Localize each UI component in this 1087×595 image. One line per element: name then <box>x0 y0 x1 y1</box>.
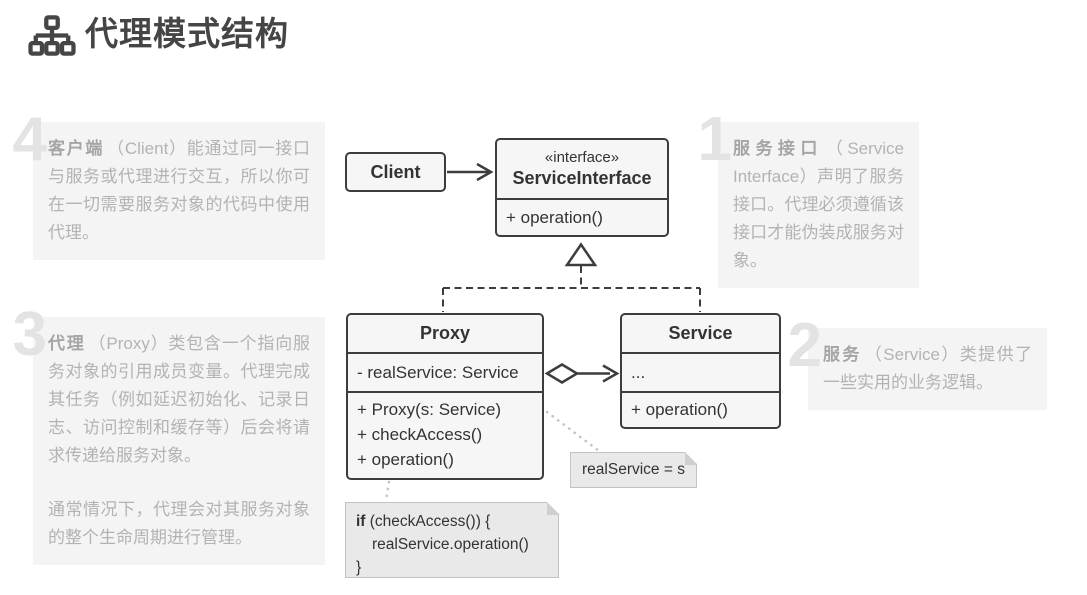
uml-note-assignment: realService = s <box>570 451 698 488</box>
annotation-body: （Service）类提供了一些实用的业务逻辑。 <box>823 345 1032 392</box>
annotation-lead: 代理 <box>48 334 86 353</box>
annotation-body-2: 通常情况下，代理会对其服务对象的整个生命周期进行管理。 <box>48 500 310 547</box>
class-name: Service <box>668 323 733 343</box>
method-constructor: + Proxy(s: Service) <box>357 400 502 419</box>
annotation-text: 代理（Proxy）类包含一个指向服务对象的引用成员变量。代理完成其任务（例如延迟… <box>48 330 310 470</box>
annotation-lead: 客户端 <box>48 139 105 158</box>
code-line-2: realService.operation() <box>372 536 529 553</box>
annotation-number-4: 4 <box>12 105 47 174</box>
class-header: «interface» ServiceInterface <box>497 140 667 198</box>
annotation-body: （Service Interface）声明了服务接口。代理必须遵循该接口才能伪装… <box>733 139 905 270</box>
annotation-number-1: 1 <box>697 105 732 174</box>
annotation-body: （Proxy）类包含一个指向服务对象的引用成员变量。代理完成其任务（例如延迟初始… <box>48 334 310 465</box>
page-title: 代理模式结构 <box>85 15 289 52</box>
annotation-number-2: 2 <box>787 311 822 380</box>
annotation-service-interface: 1 服务接口（Service Interface）声明了服务接口。代理必须遵循该… <box>698 109 919 288</box>
uml-class-service: Service ... + operation() <box>620 313 781 429</box>
annotation-text: 服务（Service）类提供了一些实用的业务逻辑。 <box>823 341 1032 397</box>
annotation-text: 客户端（Client）能通过同一接口与服务或代理进行交互，所以你可在一切需要服务… <box>48 135 310 247</box>
attribute-realservice: - realService: Service <box>348 352 542 391</box>
note-text: realService = s <box>582 461 685 478</box>
code-line-3: } <box>356 559 362 576</box>
class-name: Proxy <box>419 323 471 343</box>
uml-class-client: Client <box>345 152 446 192</box>
attribute-ellipsis: ... <box>622 352 779 391</box>
annotation-lead: 服务接口 <box>733 139 823 158</box>
annotation-text: 服务接口（Service Interface）声明了服务接口。代理必须遵循该接口… <box>733 135 904 275</box>
code-keyword: if <box>356 513 366 530</box>
uml-interface-service-interface: «interface» ServiceInterface + operation… <box>495 138 669 237</box>
method-checkaccess: + checkAccess() <box>357 425 483 444</box>
association-arrow <box>447 162 494 182</box>
annotation-client: 4 客户端（Client）能通过同一接口与服务或代理进行交互，所以你可在一切需要… <box>13 109 325 260</box>
stereotype-label: «interface» <box>544 149 620 166</box>
method-operation: + operation() <box>357 450 454 469</box>
aggregation-arrow <box>544 363 620 384</box>
method-operation: + operation() <box>497 198 667 235</box>
method-operation: + operation() <box>622 391 779 427</box>
annotation-body: （Client）能通过同一接口与服务或代理进行交互，所以你可在一切需要服务对象的… <box>48 139 311 242</box>
uml-note-code: if (checkAccess()) { realService.operati… <box>345 501 560 578</box>
uml-class-proxy: Proxy - realService: Service + Proxy(s: … <box>346 313 544 480</box>
annotation-number-3: 3 <box>12 300 47 369</box>
annotation-service: 2 服务（Service）类提供了一些实用的业务逻辑。 <box>788 315 1047 410</box>
class-name: Client <box>370 161 421 182</box>
annotation-lead: 服务 <box>823 345 862 364</box>
sitemap-icon <box>27 15 77 57</box>
realization-arrow <box>442 242 701 312</box>
class-name: ServiceInterface <box>512 168 652 188</box>
code-line-1: if (checkAccess()) { <box>356 513 491 530</box>
methods-compartment: + Proxy(s: Service) + checkAccess() + op… <box>348 391 542 478</box>
annotation-proxy: 3 代理（Proxy）类包含一个指向服务对象的引用成员变量。代理完成其任务（例如… <box>13 304 325 565</box>
